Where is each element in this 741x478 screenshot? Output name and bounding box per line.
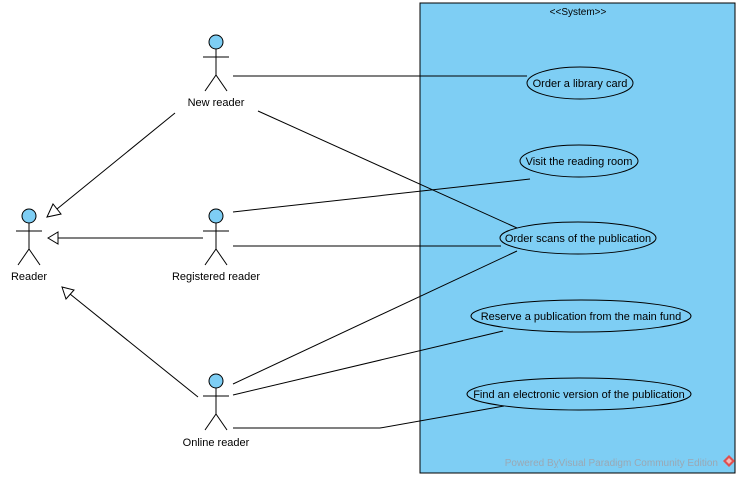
system-title: <<System>> (550, 7, 607, 18)
actor-label-online-reader: Online reader (183, 437, 250, 449)
visual-paradigm-logo-icon (723, 455, 735, 467)
gen-online-line (69, 293, 199, 398)
actor-head-icon (21, 208, 37, 224)
use-case-label: Visit the reading room (526, 156, 633, 168)
assoc-online-order-scans (232, 250, 518, 385)
use-case-order-card: Order a library card (526, 66, 634, 100)
gen-new-reader-arrow (46, 203, 62, 218)
use-case-visit-room: Visit the reading room (519, 144, 639, 178)
generalizations (46, 112, 203, 398)
actor-label-registered-reader: Registered reader (172, 271, 260, 283)
assoc-registered-visit-room (232, 178, 531, 213)
use-case-find-electronic: Find an electronic version of the public… (466, 377, 692, 411)
actor-head-icon (208, 208, 224, 224)
assoc-online-reserve (232, 330, 504, 396)
use-case-label: Find an electronic version of the public… (473, 389, 685, 401)
use-case-label: Order a library card (533, 78, 628, 90)
use-case-reserve: Reserve a publication from the main fund (470, 299, 692, 333)
actor-head-icon (208, 34, 224, 50)
use-case-order-scans: Order scans of the publication (499, 221, 657, 255)
actor-label-reader: Reader (11, 271, 47, 283)
associations (232, 75, 531, 429)
actor-label-new-reader: New reader (188, 97, 245, 109)
gen-registered-arrow (47, 231, 59, 245)
actor-head-icon (208, 373, 224, 389)
use-case-label: Reserve a publication from the main fund (481, 311, 682, 323)
use-case-label: Order scans of the publication (505, 233, 651, 245)
actor-registered-reader (203, 208, 229, 266)
actor-new-reader (203, 34, 229, 92)
assoc-new-reader-order-scans (257, 110, 518, 229)
assoc-online-find-electronic (233, 405, 505, 429)
watermark-text: Powered BỵVisual Paradigm Community Edi… (505, 458, 718, 469)
gen-online-arrow (61, 286, 75, 300)
actor-online-reader (203, 373, 229, 431)
gen-new-reader-line (56, 112, 176, 210)
actor-reader (16, 208, 42, 266)
